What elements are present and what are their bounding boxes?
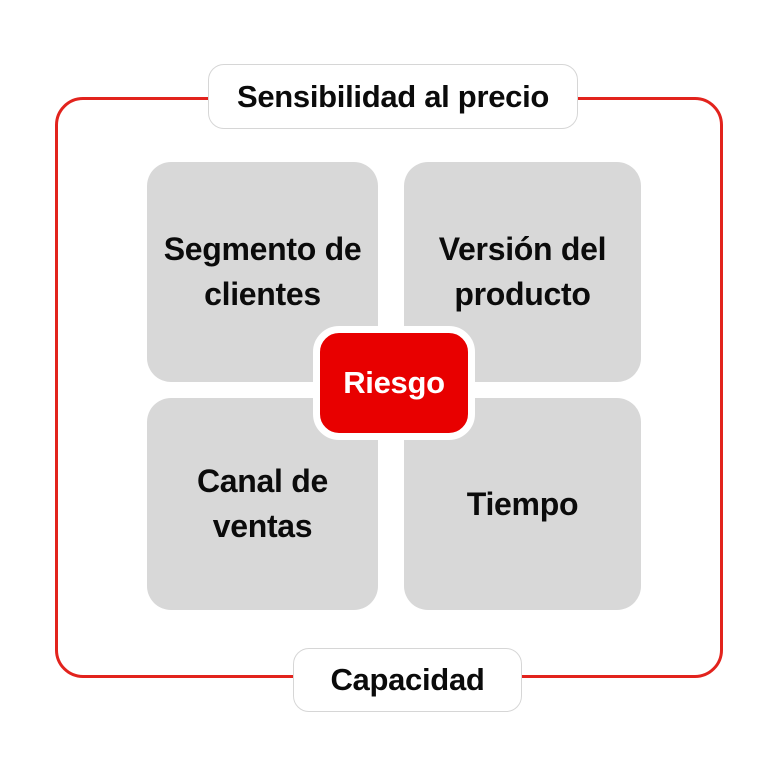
- quadrant-label: Segmento de clientes: [163, 231, 362, 312]
- center-risk-box: Riesgo: [313, 326, 475, 440]
- quadrant-label: Canal de ventas: [197, 463, 328, 544]
- center-risk-label: Riesgo: [343, 365, 445, 400]
- axis-label-bottom: Capacidad: [293, 648, 522, 712]
- axis-label-top-text: Sensibilidad al precio: [236, 78, 550, 114]
- axis-label-bottom-text: Capacidad: [330, 662, 485, 697]
- axis-label-top: Sensibilidad al precio: [208, 64, 578, 129]
- quadrant-label: Versión del producto: [438, 231, 607, 312]
- quadrant-label: Tiempo: [466, 485, 579, 522]
